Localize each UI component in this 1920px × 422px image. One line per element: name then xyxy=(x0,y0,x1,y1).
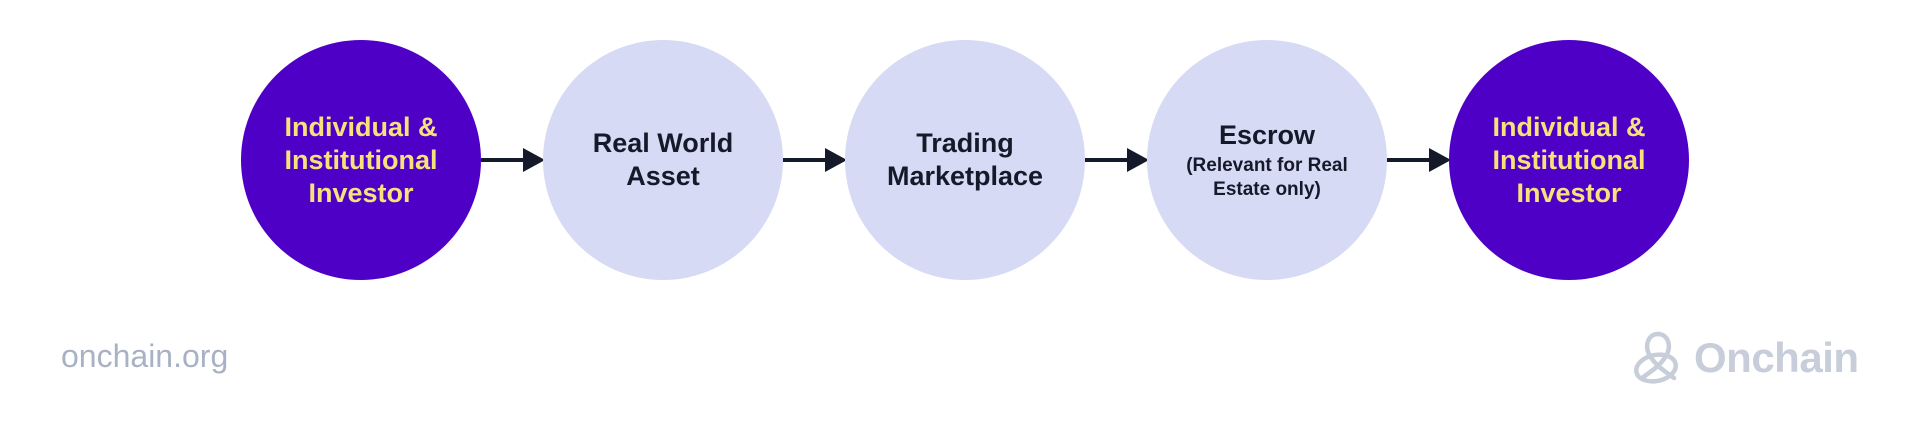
brand-logo: Onchain xyxy=(1628,328,1859,388)
node-label: Trading Marketplace xyxy=(886,128,1044,191)
brand-name: Onchain xyxy=(1694,334,1859,381)
onchain-logo-icon xyxy=(1634,331,1678,384)
node-label: Individual & Institutional Investor xyxy=(1492,111,1646,208)
node-label: Real World Asset xyxy=(592,128,734,191)
arrow-right-icon xyxy=(783,148,847,172)
node-label: Escrow xyxy=(1218,119,1316,150)
node-sublabel: (Relevant for Real Estate only) xyxy=(1186,154,1348,200)
arrow-right-icon xyxy=(1387,148,1451,172)
arrow-right-icon xyxy=(1085,148,1149,172)
arrow-right-icon xyxy=(481,148,545,172)
site-url: onchain.org xyxy=(61,338,229,374)
node-investor-end: Individual & Institutional Investor xyxy=(1449,40,1689,280)
node-label: Individual & Institutional Investor xyxy=(284,111,438,208)
node-escrow: Escrow (Relevant for Real Estate only) xyxy=(1147,40,1387,280)
node-trading-marketplace: Trading Marketplace xyxy=(845,40,1085,280)
node-investor-start: Individual & Institutional Investor xyxy=(241,40,481,280)
node-real-world-asset: Real World Asset xyxy=(543,40,783,280)
